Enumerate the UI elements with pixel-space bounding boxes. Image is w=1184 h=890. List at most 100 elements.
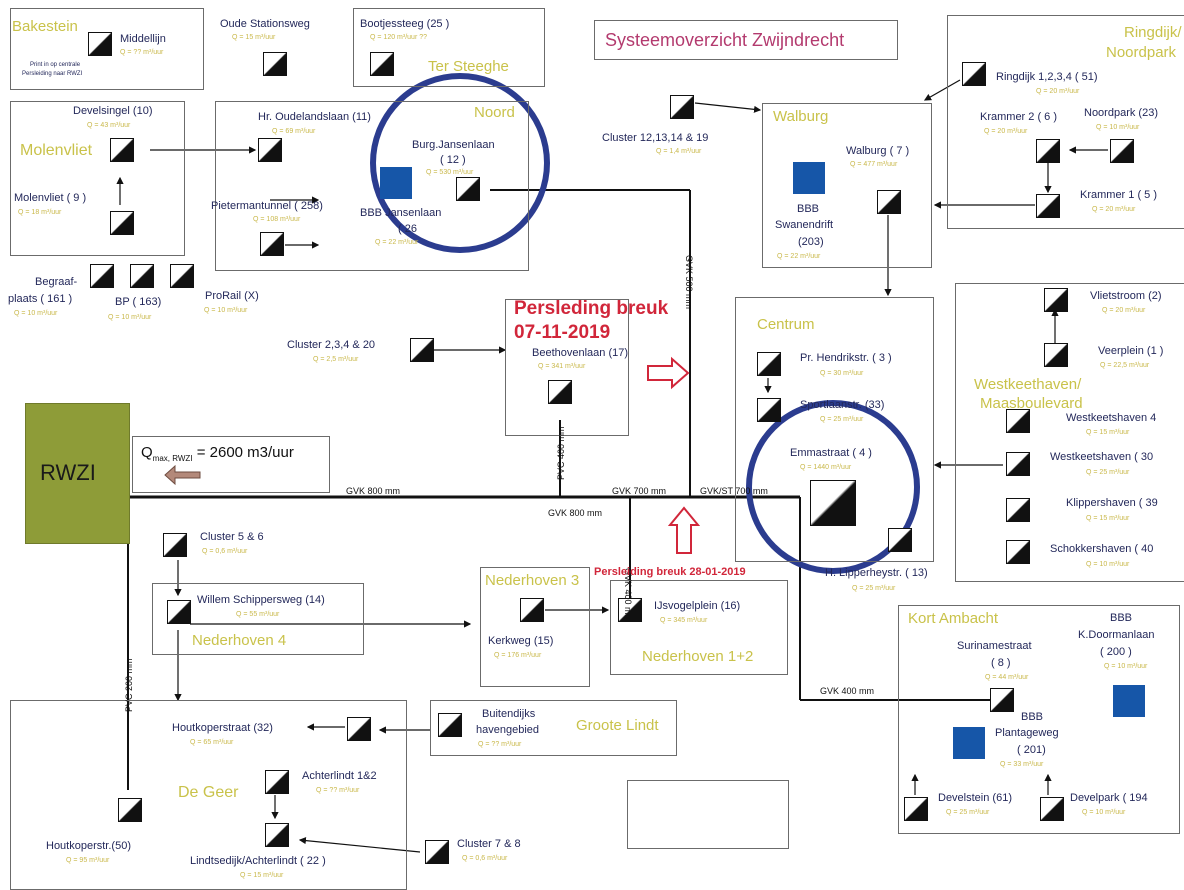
pump-ringdijk[interactable] (962, 62, 986, 86)
q-cluster78: Q = 0,6 m³/uur (462, 855, 508, 862)
pump-krammer2[interactable] (1036, 139, 1060, 163)
num-bbb-jansenlaan: ( 26 (398, 223, 417, 235)
q-veerplein: Q = 22,5 m³/uur (1100, 362, 1150, 369)
q-noordpark: Q = 10 m³/uur (1096, 124, 1140, 131)
rwzi-block (25, 403, 130, 544)
pump-beethovenlaan[interactable] (548, 380, 572, 404)
num-plantageweg: ( 201) (1017, 744, 1046, 756)
noord-box (215, 101, 529, 271)
label-westkeetshaven4: Westkeetshaven 4 (1066, 412, 1157, 424)
q-cluster12: Q = 1,4 m³/uur (656, 148, 702, 155)
pump-westkeetshaven4[interactable] (1006, 409, 1030, 433)
pump-kerkweg[interactable] (520, 598, 544, 622)
q-lindtsedijk: Q = 15 m³/uur (240, 872, 284, 879)
pump-emmastraat[interactable] (810, 480, 856, 526)
q-klippershaven: Q = 15 m³/uur (1086, 515, 1130, 522)
pump-houtkoperstraat[interactable] (347, 717, 371, 741)
q-krammer2: Q = 20 m³/uur (984, 128, 1028, 135)
pump-buitendijks[interactable] (438, 713, 462, 737)
area-westkeethaven-2: Maasboulevard (980, 395, 1083, 412)
label-krammer2: Krammer 2 ( 6 ) (980, 111, 1058, 123)
pump-burg-jansenlaan[interactable] (456, 177, 480, 201)
label-pietermantunnel: Pietermantunnel ( 258) (211, 200, 323, 212)
pump-develstein[interactable] (904, 797, 928, 821)
q-westkeetshaven30: Q = 25 m³/uur (1086, 469, 1130, 476)
pump-veerplein[interactable] (1044, 343, 1068, 367)
q-bootjessteeg: Q = 120 m³/uur ?? (370, 34, 428, 41)
label-develpark: Develpark ( 194 (1070, 792, 1148, 804)
pump-develpark[interactable] (1040, 797, 1064, 821)
q-prorail: Q = 10 m³/uur (204, 307, 248, 314)
ter-steeghe-box (353, 8, 545, 87)
area-ter-steeghe: Ter Steeghe (428, 58, 509, 75)
pump-vlietstroom[interactable] (1044, 288, 1068, 312)
q-middellijn: Q = ?? m³/uur (120, 49, 164, 56)
molenvliet-box (10, 101, 185, 256)
pump-oudelandslaan[interactable] (258, 138, 282, 162)
pump-molenvliet[interactable] (110, 211, 134, 235)
pump-houtkoperstr50[interactable] (118, 798, 142, 822)
label-hendrikstr: Pr. Hendrikstr. ( 3 ) (800, 352, 892, 364)
area-ringdijk: Ringdijk/ (1124, 24, 1182, 41)
q-pietermantunnel: Q = 108 m³/uur (253, 216, 301, 223)
label-cluster12: Cluster 12,13,14 & 19 (602, 132, 709, 144)
q-bp: Q = 10 m³/uur (108, 314, 152, 321)
pump-cluster2[interactable] (410, 338, 434, 362)
area-nederhoven3: Nederhoven 3 (485, 572, 580, 589)
pump-noordpark[interactable] (1110, 139, 1134, 163)
pump-schokkershaven[interactable] (1006, 540, 1030, 564)
groote-lindt-box (430, 700, 677, 756)
q-beethovenlaan: Q = 341 m³/uur (538, 363, 586, 370)
pump-cluster12[interactable] (670, 95, 694, 119)
nederhoven4-box (152, 583, 364, 655)
pump-cluster78[interactable] (425, 840, 449, 864)
pump-lindtsedijk[interactable] (265, 823, 289, 847)
pump-hendrikstr[interactable] (757, 352, 781, 376)
label-walburg: Walburg ( 7 ) (846, 145, 910, 157)
pump-oude-stationsweg[interactable] (263, 52, 287, 76)
pump-krammer1[interactable] (1036, 194, 1060, 218)
pump-achterlindt[interactable] (265, 770, 289, 794)
q-kerkweg: Q = 176 m³/uur (494, 652, 542, 659)
westkeethaven-box (955, 283, 1184, 582)
pump-surinamestraat[interactable] (990, 688, 1014, 712)
pump-schippersweg[interactable] (167, 600, 191, 624)
pump-klippershaven[interactable] (1006, 498, 1030, 522)
pump-middellijn[interactable] (88, 32, 112, 56)
pump-prorail[interactable] (170, 264, 194, 288)
q-ringdijk: Q = 20 m³/uur (1036, 88, 1080, 95)
label-station33: Sportlaanstr. (33) (800, 399, 885, 411)
beethovenlaan-box (505, 299, 629, 436)
q-cluster2: Q = 2,5 m³/uur (313, 356, 359, 363)
pump-develsingel[interactable] (110, 138, 134, 162)
pump-westkeetshaven30[interactable] (1006, 452, 1030, 476)
pipe-gvk800-b: GVK 800 mm (548, 508, 603, 518)
q-cluster56: Q = 0,6 m³/uur (202, 548, 248, 555)
pipe-gvk700: GVK 700 mm (612, 486, 667, 496)
pump-bp[interactable] (130, 264, 154, 288)
bbb-jansenlaan-storage (380, 167, 412, 199)
label-middellijn: Middellijn (120, 33, 166, 45)
bbb-plantageweg-storage (953, 727, 985, 759)
pump-walburg[interactable] (877, 190, 901, 214)
pump-begraafplaats[interactable] (90, 264, 114, 288)
area-kort-ambacht: Kort Ambacht (908, 610, 999, 627)
pump-bootjessteeg[interactable] (370, 52, 394, 76)
qmax-sub: max, RWZI (152, 454, 193, 463)
label-krammer1: Krammer 1 ( 5 ) (1080, 189, 1158, 201)
label-buitendijks-2: havengebied (476, 724, 540, 736)
pump-pietermantunnel[interactable] (260, 232, 284, 256)
pump-cluster56[interactable] (163, 533, 187, 557)
pump-lipperheystr[interactable] (888, 528, 912, 552)
area-walburg: Walburg (773, 108, 829, 125)
label-plantageweg-2: Plantageweg (995, 727, 1059, 739)
area-centrum: Centrum (757, 316, 815, 333)
label-houtkoperstr50: Houtkoperstr.(50) (46, 840, 131, 852)
q-vlietstroom: Q = 20 m³/uur (1102, 307, 1146, 314)
pump-ijsvogelplein[interactable] (618, 598, 642, 622)
q-doormanlaan: Q = 10 m³/uur (1104, 663, 1148, 670)
label-develsingel: Develsingel (10) (73, 105, 153, 117)
label-veerplein: Veerplein (1 ) (1098, 345, 1164, 357)
pump-station33[interactable] (757, 398, 781, 422)
